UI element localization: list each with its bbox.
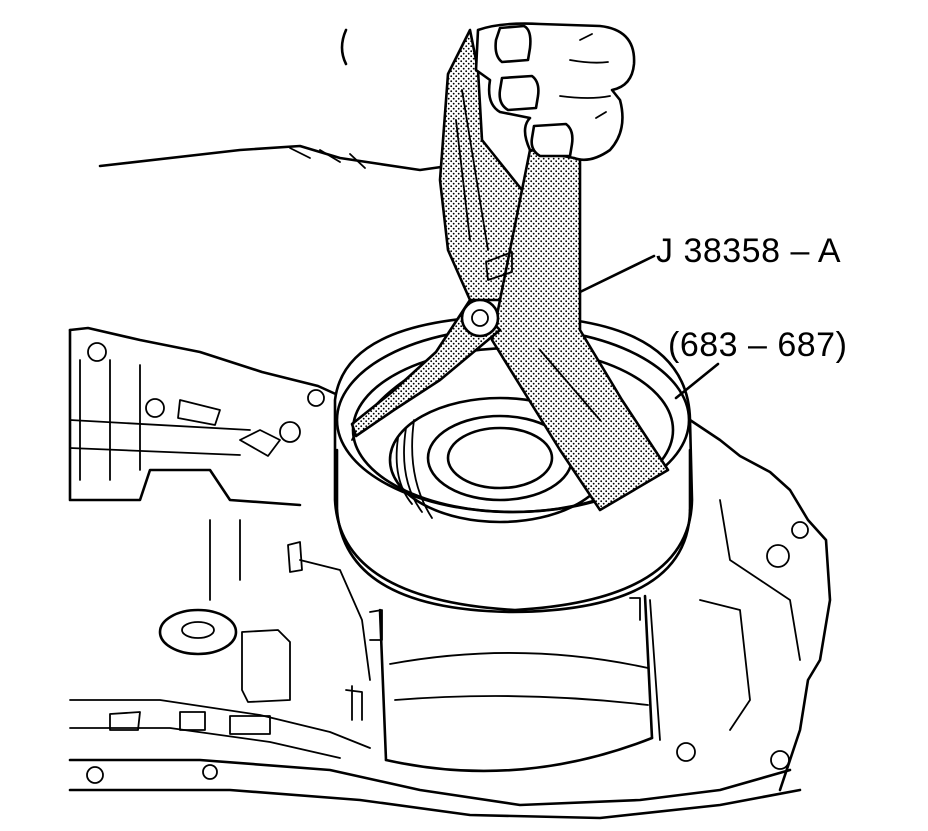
parts-callout: (683 – 687) <box>668 326 848 364</box>
operator-arm <box>98 28 450 172</box>
case-bore <box>369 594 654 773</box>
transmission-case <box>68 326 832 820</box>
tool-leader-line <box>578 254 656 294</box>
tool-callout: J 38358 – A <box>656 232 842 270</box>
operator-hand <box>474 22 636 162</box>
pliers-tool <box>350 28 670 512</box>
parts-leader-line <box>674 362 720 400</box>
